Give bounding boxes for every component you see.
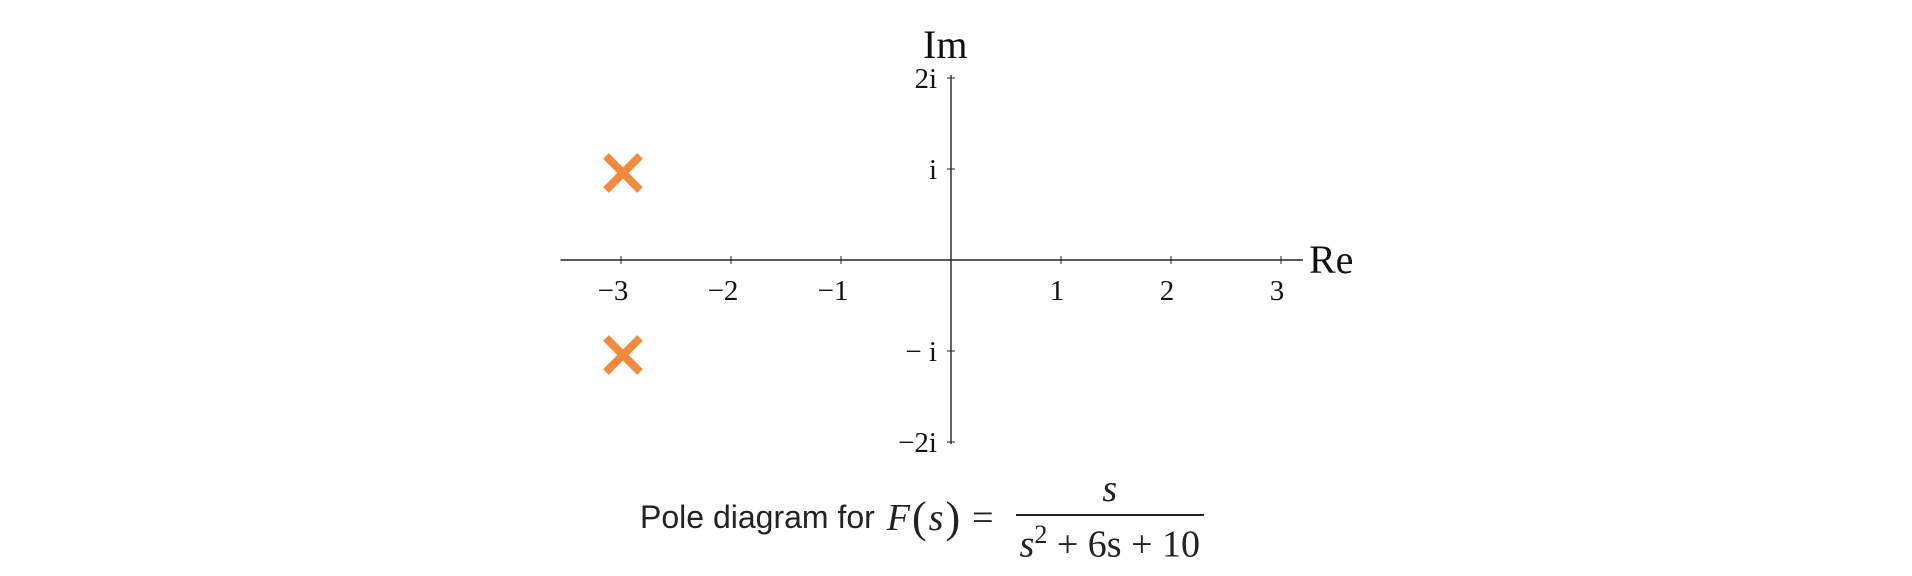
open-paren: ( [912,492,927,542]
y-tick-label: 2i [914,63,937,95]
denominator-base: s [1019,523,1035,566]
pole-marker [603,335,643,375]
equals-sign: = [972,496,994,539]
pole-plot: −3 −2 −1 1 2 3 2i i − i −2i Re Im [560,22,1353,459]
x-tick-label: 3 [1270,275,1285,307]
denominator-rest: + 6s + 10 [1056,523,1200,566]
transfer-function: F ( s ) = s s2 + 6s + 10 [887,468,1204,567]
axes [560,75,1303,444]
x-tick-label: −2 [708,275,739,307]
function-name: F [886,496,910,539]
x-tick-label: −1 [818,275,849,307]
fraction: s s2 + 6s + 10 [1015,467,1204,567]
y-tick-label: i [929,154,937,186]
pole-markers [603,153,643,375]
caption-text: Pole diagram for [640,499,875,535]
x-axis-label: Re [1309,237,1353,282]
ticks: −3 −2 −1 1 2 3 2i i − i −2i [598,63,1285,459]
y-axis-label: Im [923,22,967,67]
numerator: s [1102,467,1118,510]
pole-marker [603,153,643,193]
denominator: s2 + 6s + 10 [1015,513,1204,567]
y-tick-label: − i [905,336,937,368]
x-tick-label: −3 [598,275,629,307]
figure-caption: Pole diagram for F ( s ) = s s2 + 6s + 1… [640,468,1204,567]
close-paren: ) [945,492,961,542]
denominator-exponent: 2 [1034,519,1048,549]
function-variable: s [928,496,944,539]
x-tick-label: 1 [1050,275,1065,307]
x-tick-label: 2 [1160,275,1175,307]
y-tick-label: −2i [898,427,937,459]
